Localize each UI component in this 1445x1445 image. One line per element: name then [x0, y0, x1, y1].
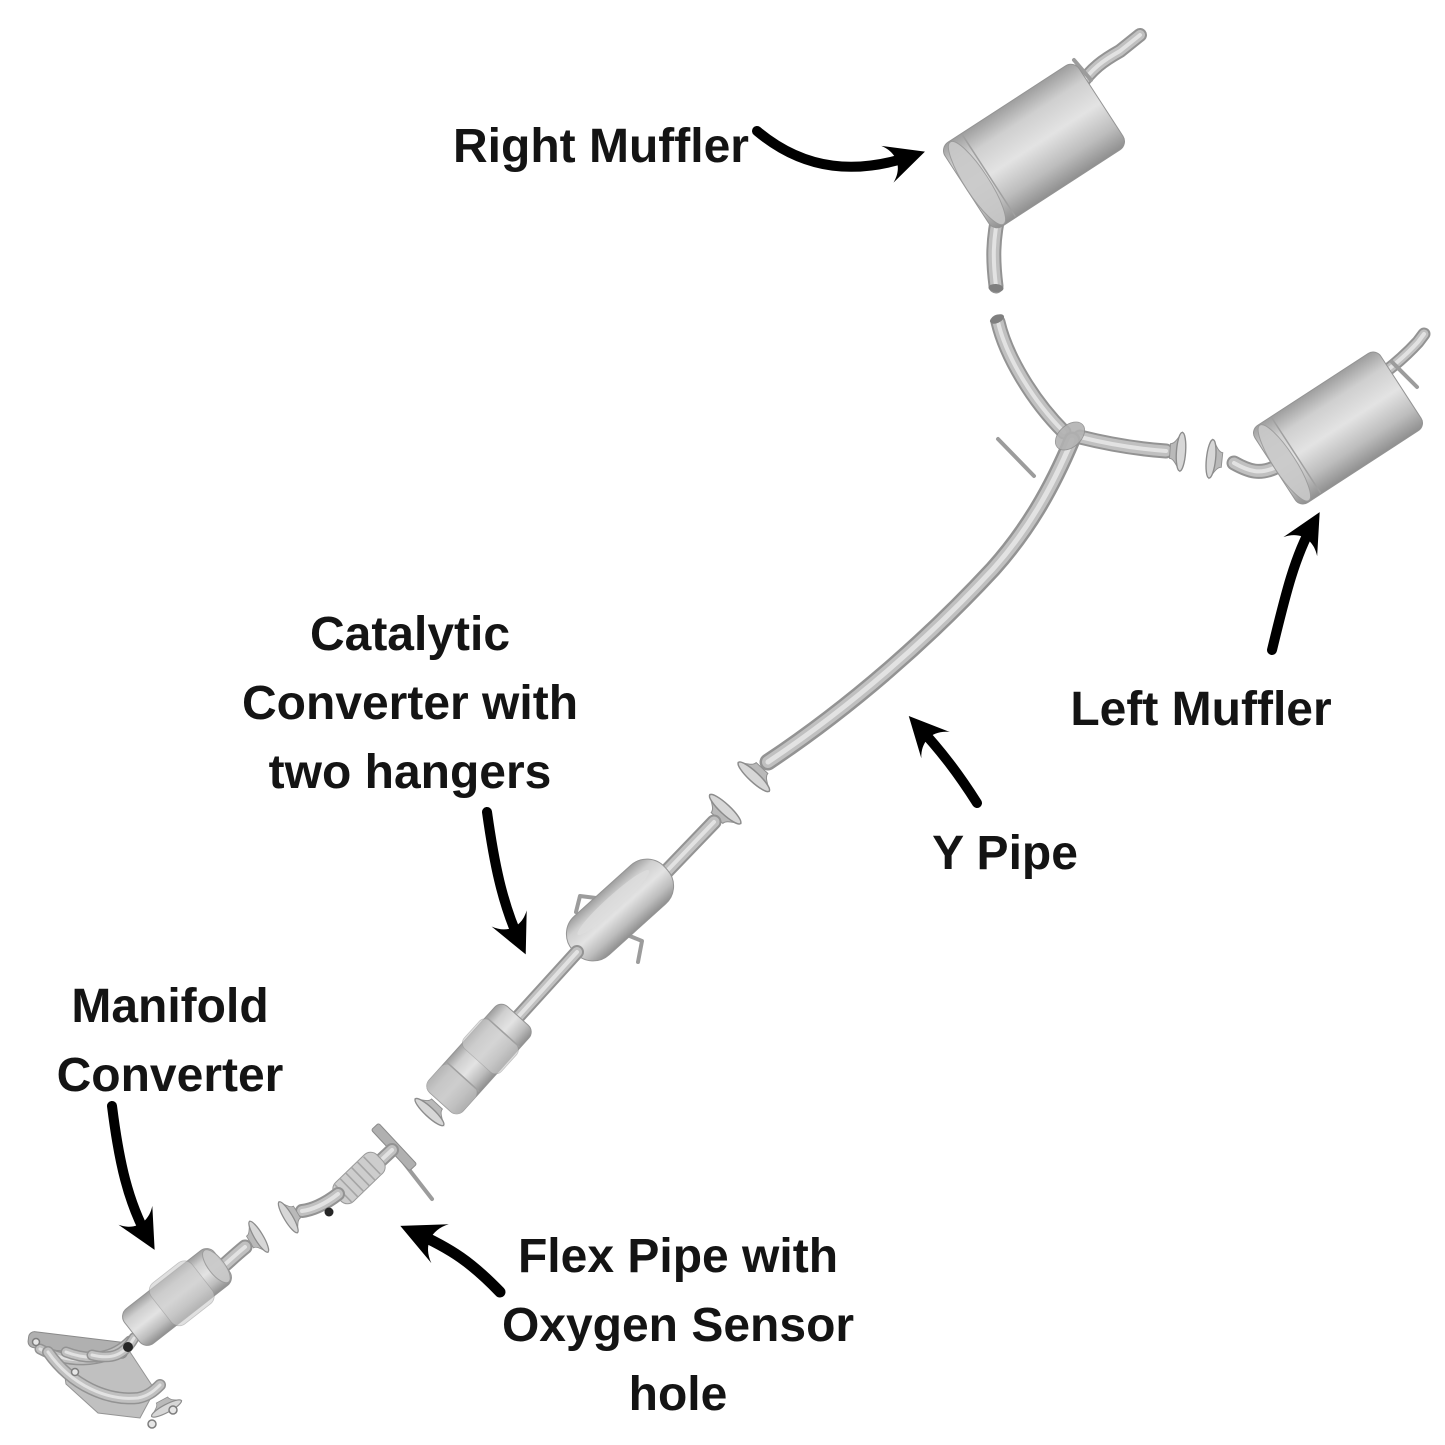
catalytic-converter-part — [411, 790, 745, 1130]
arrow-to-manifold-converter-icon — [107, 1101, 155, 1250]
label-catalytic-converter: Catalytic Converter with two hangers — [185, 600, 635, 807]
label-left-muffler-text: Left Muffler — [1070, 683, 1332, 736]
label-catalytic-line1: Catalytic — [309, 608, 511, 661]
left-muffler-inlet-pipe — [1234, 463, 1274, 471]
manifold-converter-body — [122, 1248, 232, 1346]
label-right-muffler-text: Right Muffler — [453, 120, 749, 173]
y-pipe-right-branch — [998, 322, 1064, 432]
right-muffler-part — [943, 35, 1140, 293]
label-flex-line1: Flex Pipe with — [517, 1230, 839, 1283]
label-y-pipe: Y Pipe — [875, 819, 1135, 888]
y-pipe-part — [734, 314, 1188, 796]
label-catalytic-line2: Converter with — [241, 677, 579, 730]
y-pipe-rear-branch — [1080, 437, 1166, 451]
left-muffler-part — [1203, 334, 1426, 505]
y-pipe-junction-collar — [1054, 421, 1086, 451]
label-right-muffler: Right Muffler — [431, 112, 771, 181]
flex-pipe-outlet-pipe — [302, 1194, 338, 1211]
arrow-to-left-muffler-icon — [1267, 512, 1320, 655]
right-muffler-hanger-rod — [1072, 58, 1093, 82]
manifold-bolt-hole — [70, 1367, 80, 1377]
y-pipe-rear-flange — [1167, 431, 1188, 473]
y-pipe-hanger-rod — [996, 437, 1036, 478]
manifold-bolt-dark — [123, 1342, 133, 1352]
manifold-bolt-hole — [168, 1405, 178, 1415]
right-muffler-tailpipe — [1078, 35, 1140, 88]
arrow-to-right-muffler-icon — [752, 126, 925, 183]
left-muffler-tailpipe — [1385, 334, 1424, 372]
label-manifold-line1: Manifold — [71, 980, 269, 1033]
y-pipe-branch-opening — [989, 314, 1005, 324]
label-flex-pipe: Flex Pipe with Oxygen Sensor hole — [453, 1222, 903, 1429]
right-muffler-body — [943, 63, 1125, 229]
catalytic-converter-mid-pipe — [517, 952, 577, 1018]
label-manifold-converter: Manifold Converter — [0, 972, 340, 1110]
y-pipe-main-pipe — [768, 440, 1072, 762]
resonator-body — [565, 858, 675, 962]
catalytic-converter-upper-pipe — [664, 822, 714, 874]
label-manifold-line2: Converter — [56, 1049, 284, 1102]
arrow-to-catalytic-converter-icon — [482, 807, 527, 955]
annotation-arrows — [107, 126, 1320, 1298]
flex-pipe-part — [274, 1123, 434, 1236]
label-y-pipe-text: Y Pipe — [932, 827, 1078, 880]
manifold-bolt-hole — [31, 1337, 41, 1347]
arrow-to-y-pipe-icon — [908, 715, 982, 808]
manifold-converter-neck-pipe — [222, 1247, 245, 1267]
manifold-converter-part — [27, 1218, 273, 1429]
left-muffler-body — [1252, 351, 1424, 505]
oxygen-sensor-hole — [324, 1207, 334, 1217]
manifold-bolt-hole — [147, 1419, 157, 1429]
label-flex-line3: hole — [628, 1368, 728, 1421]
catalytic-converter-body — [426, 1003, 532, 1115]
left-muffler-inlet-flange — [1203, 438, 1225, 480]
arrow-to-flex-pipe-icon — [400, 1224, 506, 1298]
flex-pipe-braided-section — [332, 1151, 386, 1205]
left-muffler-hanger-rod — [1390, 360, 1419, 389]
label-catalytic-line3: two hangers — [268, 746, 552, 799]
label-flex-line2: Oxygen Sensor — [501, 1299, 855, 1352]
right-muffler-inlet-pipe-opening — [988, 283, 1004, 293]
label-left-muffler: Left Muffler — [1031, 675, 1371, 744]
